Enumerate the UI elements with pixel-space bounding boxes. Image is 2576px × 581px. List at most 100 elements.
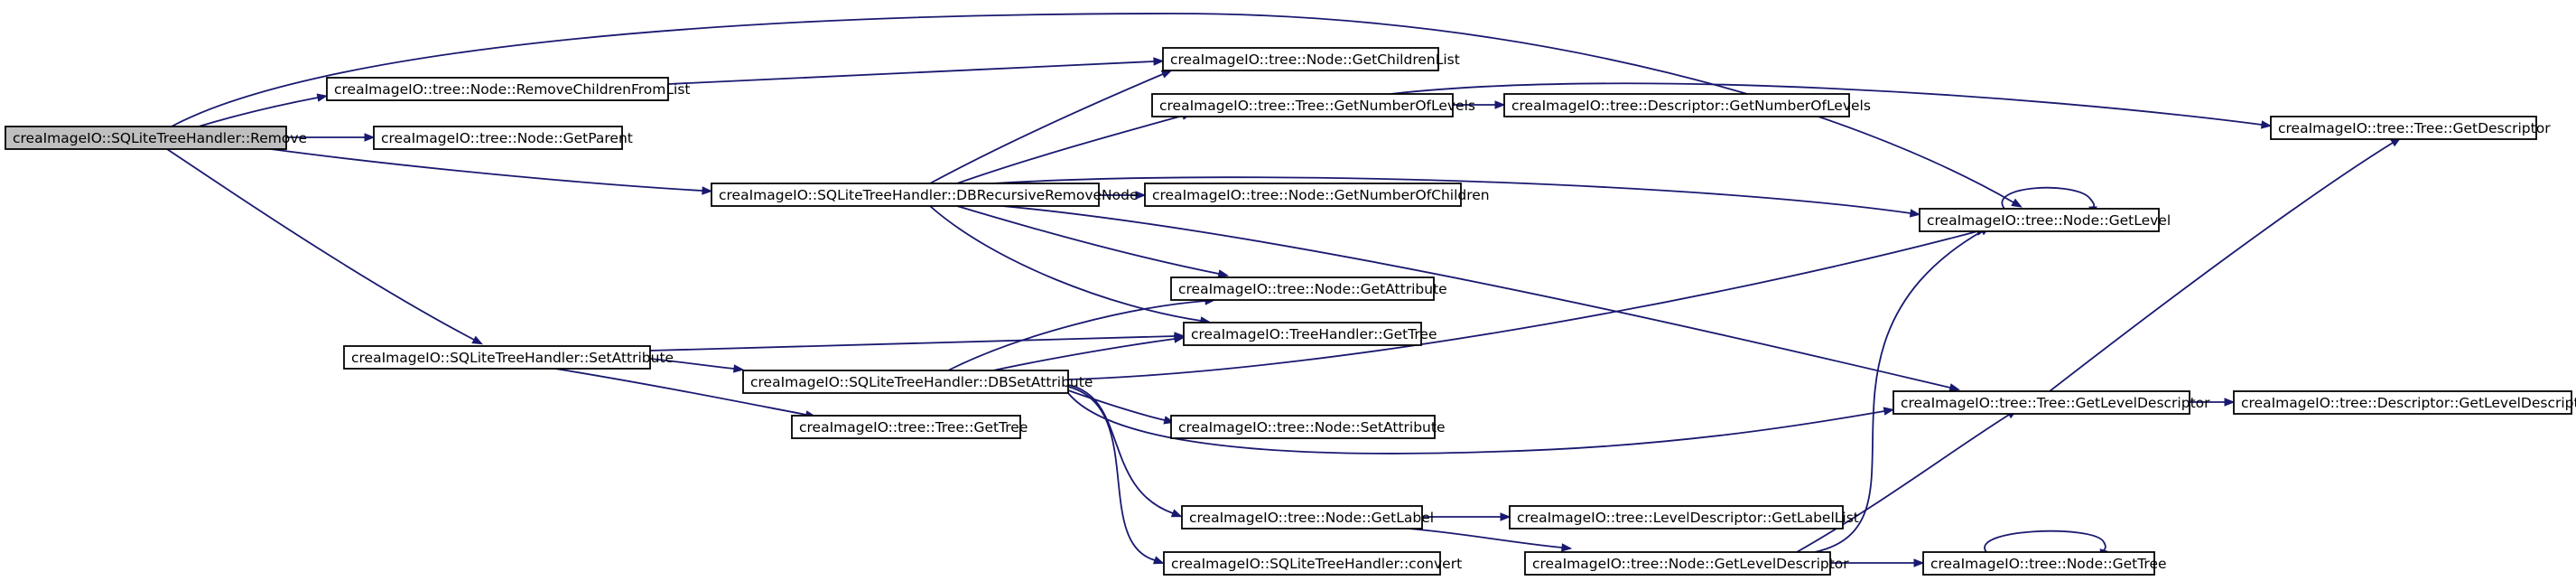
edge-line <box>2049 142 2394 392</box>
svg-text:creaImageIO::tree::Node::GetCh: creaImageIO::tree::Node::GetChildrenList <box>1170 52 1460 68</box>
edge-arrowhead <box>732 364 745 373</box>
edge-arrowhead <box>1152 556 1165 565</box>
node-descriptor-get-number-of-levels[interactable]: creaImageIO::tree::Descriptor::GetNumber… <box>1503 93 1871 117</box>
edge-line <box>1408 528 1563 548</box>
svg-text:creaImageIO::SQLiteTreeHandler: creaImageIO::SQLiteTreeHandler::DBRecurs… <box>719 187 1139 203</box>
edge-line <box>956 205 1220 275</box>
edge-remove-to-getParent <box>286 133 376 142</box>
edge-treeGetNumberOfLevels-to-treeGetDescriptor <box>1390 82 2273 129</box>
svg-text:creaImageIO::SQLiteTreeHandler: creaImageIO::SQLiteTreeHandler::SetAttri… <box>351 350 674 366</box>
edge-dbSetAttribute-to-getLabel <box>1067 384 1183 518</box>
svg-text:creaImageIO::tree::Node::GetPa: creaImageIO::tree::Node::GetParent <box>381 130 633 146</box>
node-tree-get-tree[interactable]: creaImageIO::tree::Tree::GetTree <box>791 415 1028 439</box>
svg-text:creaImageIO::tree::Node::SetAt: creaImageIO::tree::Node::SetAttribute <box>1178 419 1446 436</box>
edge-arrowhead <box>1173 334 1186 343</box>
function-nodes: creaImageIO::SQLiteTreeHandler::Remove c… <box>5 47 2576 576</box>
node-get-level[interactable]: creaImageIO::tree::Node::GetLevel <box>1919 208 2171 232</box>
node-node-get-tree[interactable]: creaImageIO::tree::Node::GetTree <box>1922 551 2167 576</box>
svg-text:creaImageIO::tree::Tree::GetNu: creaImageIO::tree::Tree::GetNumberOfLeve… <box>1159 98 1475 114</box>
edge-arrowhead <box>2224 398 2236 407</box>
edge-arrowhead <box>471 335 484 345</box>
svg-text:creaImageIO::tree::Tree::GetTr: creaImageIO::tree::Tree::GetTree <box>799 419 1028 436</box>
edge-line <box>1390 82 2263 126</box>
edge-dbRecursiveRemoveNode-to-getLevel <box>992 176 1921 218</box>
edge-nodeGetLevelDescriptor-to-getLevel <box>1814 226 1991 553</box>
node-db-recursive-remove-node[interactable]: creaImageIO::SQLiteTreeHandler::DBRecurs… <box>711 183 1139 207</box>
edge-arrowhead <box>2260 120 2273 129</box>
edge-remove-to-dbRecursiveRemoveNode <box>270 148 713 195</box>
edge-line <box>929 73 1164 184</box>
edge-line <box>1067 389 1166 421</box>
svg-text:creaImageIO::tree::Node::GetLa: creaImageIO::tree::Node::GetLabel <box>1189 510 1434 526</box>
edge-line <box>649 358 735 370</box>
edge-line <box>1067 392 1885 454</box>
edge-line <box>166 148 475 341</box>
edge-line <box>1984 529 2106 553</box>
node-tree-get-descriptor[interactable]: creaImageIO::tree::Tree::GetDescriptor <box>2270 116 2551 140</box>
edge-treeGetLevelDescriptor-to-descGetLevelDescriptor <box>2190 398 2236 407</box>
edge-arrowhead <box>1909 209 1921 218</box>
svg-text:creaImageIO::tree::Node::GetTr: creaImageIO::tree::Node::GetTree <box>1930 556 2167 572</box>
node-remove-children-from-list[interactable]: creaImageIO::tree::Node::RemoveChildrenF… <box>326 77 691 101</box>
edge-setAttributeHandler-to-treeHandlerGetTree <box>649 332 1186 351</box>
node-get-parent[interactable]: creaImageIO::tree::Node::GetParent <box>373 126 633 150</box>
edge-getLabel-to-nodeGetLevelDescriptor <box>1408 528 1573 552</box>
edge-treeGetNumberOfLevels-to-descGetNumberOfLevels <box>1453 100 1506 109</box>
edge-dbSetAttribute-to-treeGetLevelDescriptor <box>1067 392 1895 454</box>
edge-line <box>667 61 1155 85</box>
edge-line <box>992 338 1176 371</box>
edge-dbRecursiveRemoveNode-to-treeHandlerGetTree <box>929 205 1212 325</box>
edge-line <box>1814 230 1983 553</box>
svg-text:creaImageIO::tree::Descriptor:: creaImageIO::tree::Descriptor::GetLevelD… <box>2241 395 2576 411</box>
edge-arrowhead <box>2011 198 2023 208</box>
node-node-set-attribute[interactable]: creaImageIO::tree::Node::SetAttribute <box>1170 415 1446 439</box>
edge-arrowhead <box>702 186 713 195</box>
edge-line <box>1067 386 1156 561</box>
svg-text:creaImageIO::tree::Node::GetLe: creaImageIO::tree::Node::GetLevelDescrip… <box>1532 556 1849 572</box>
edge-arrowhead <box>1135 191 1147 200</box>
node-tree-handler-get-tree[interactable]: creaImageIO::TreeHandler::GetTree <box>1183 322 1437 346</box>
node-tree-get-number-of-levels[interactable]: creaImageIO::tree::Tree::GetNumberOfLeve… <box>1151 93 1475 117</box>
edge-line <box>649 335 1176 351</box>
edge-getLabel-to-getLabelList <box>1422 512 1511 521</box>
edge-dbRecursiveRemoveNode-to-treeGetLevelDescriptor <box>1001 205 1961 392</box>
svg-text:creaImageIO::tree::Node::GetNu: creaImageIO::tree::Node::GetNumberOfChil… <box>1152 187 1490 203</box>
edge-removeChildrenFromList-to-getChildrenList <box>667 57 1165 85</box>
svg-text:creaImageIO::tree::Descriptor:: creaImageIO::tree::Descriptor::GetNumber… <box>1511 98 1871 114</box>
edge-line <box>929 205 1202 322</box>
edge-line <box>1067 384 1174 514</box>
edge-line <box>198 97 319 127</box>
edge-arrowhead <box>1217 269 1230 278</box>
node-get-label-list[interactable]: creaImageIO::tree::LevelDescriptor::GetL… <box>1509 505 1859 529</box>
node-node-get-level-descriptor[interactable]: creaImageIO::tree::Node::GetLevelDescrip… <box>1524 551 1849 576</box>
edge-arrowhead <box>1883 407 1895 416</box>
edge-dbRecursiveRemoveNode-to-getNumberOfChildren <box>1099 191 1147 200</box>
node-descriptor-get-level-descriptor[interactable]: creaImageIO::tree::Descriptor::GetLevelD… <box>2233 390 2576 415</box>
node-get-label[interactable]: creaImageIO::tree::Node::GetLabel <box>1181 505 1434 529</box>
node-sqlite-remove[interactable]: creaImageIO::SQLiteTreeHandler::Remove <box>5 126 307 150</box>
edge-dbSetAttribute-to-treeHandlerGetTree <box>992 334 1186 371</box>
edge-nodeGetLevelDescriptor-to-nodeGetTree <box>1830 558 1925 567</box>
node-get-attribute[interactable]: creaImageIO::tree::Node::GetAttribute <box>1170 276 1447 301</box>
svg-text:creaImageIO::SQLiteTreeHandler: creaImageIO::SQLiteTreeHandler::DBSetAtt… <box>750 374 1093 390</box>
edge-nodeGetLevelDescriptor-to-treeGetLevelDescriptor <box>1796 408 2018 553</box>
edge-dbRecursiveRemoveNode-to-getChildrenList <box>929 70 1173 184</box>
edge-arrowhead <box>1153 57 1165 66</box>
node-get-number-of-children[interactable]: creaImageIO::tree::Node::GetNumberOfChil… <box>1144 183 1490 207</box>
edge-dbSetAttribute-to-convert <box>1067 386 1165 565</box>
edge-arrowhead <box>1913 558 1925 567</box>
node-get-children-list[interactable]: creaImageIO::tree::Node::GetChildrenList <box>1162 47 1460 71</box>
svg-text:creaImageIO::tree::Node::GetAt: creaImageIO::tree::Node::GetAttribute <box>1178 281 1447 297</box>
edge-line <box>270 148 703 192</box>
edge-arrowhead <box>1494 100 1506 109</box>
node-sqlite-set-attribute[interactable]: creaImageIO::SQLiteTreeHandler::SetAttri… <box>343 345 674 370</box>
node-sqlite-convert[interactable]: creaImageIO::SQLiteTreeHandler::convert <box>1163 551 1462 576</box>
svg-text:creaImageIO::TreeHandler::GetT: creaImageIO::TreeHandler::GetTree <box>1191 326 1437 342</box>
edge-arrowhead <box>1561 543 1573 552</box>
svg-text:creaImageIO::SQLiteTreeHandler: creaImageIO::SQLiteTreeHandler::Remove <box>13 130 307 146</box>
svg-text:creaImageIO::tree::Tree::GetLe: creaImageIO::tree::Tree::GetLevelDescrip… <box>1901 395 2210 411</box>
node-tree-get-level-descriptor[interactable]: creaImageIO::tree::Tree::GetLevelDescrip… <box>1892 390 2210 415</box>
node-db-set-attribute[interactable]: creaImageIO::SQLiteTreeHandler::DBSetAtt… <box>742 370 1093 394</box>
svg-text:creaImageIO::tree::LevelDescri: creaImageIO::tree::LevelDescriptor::GetL… <box>1517 510 1859 526</box>
